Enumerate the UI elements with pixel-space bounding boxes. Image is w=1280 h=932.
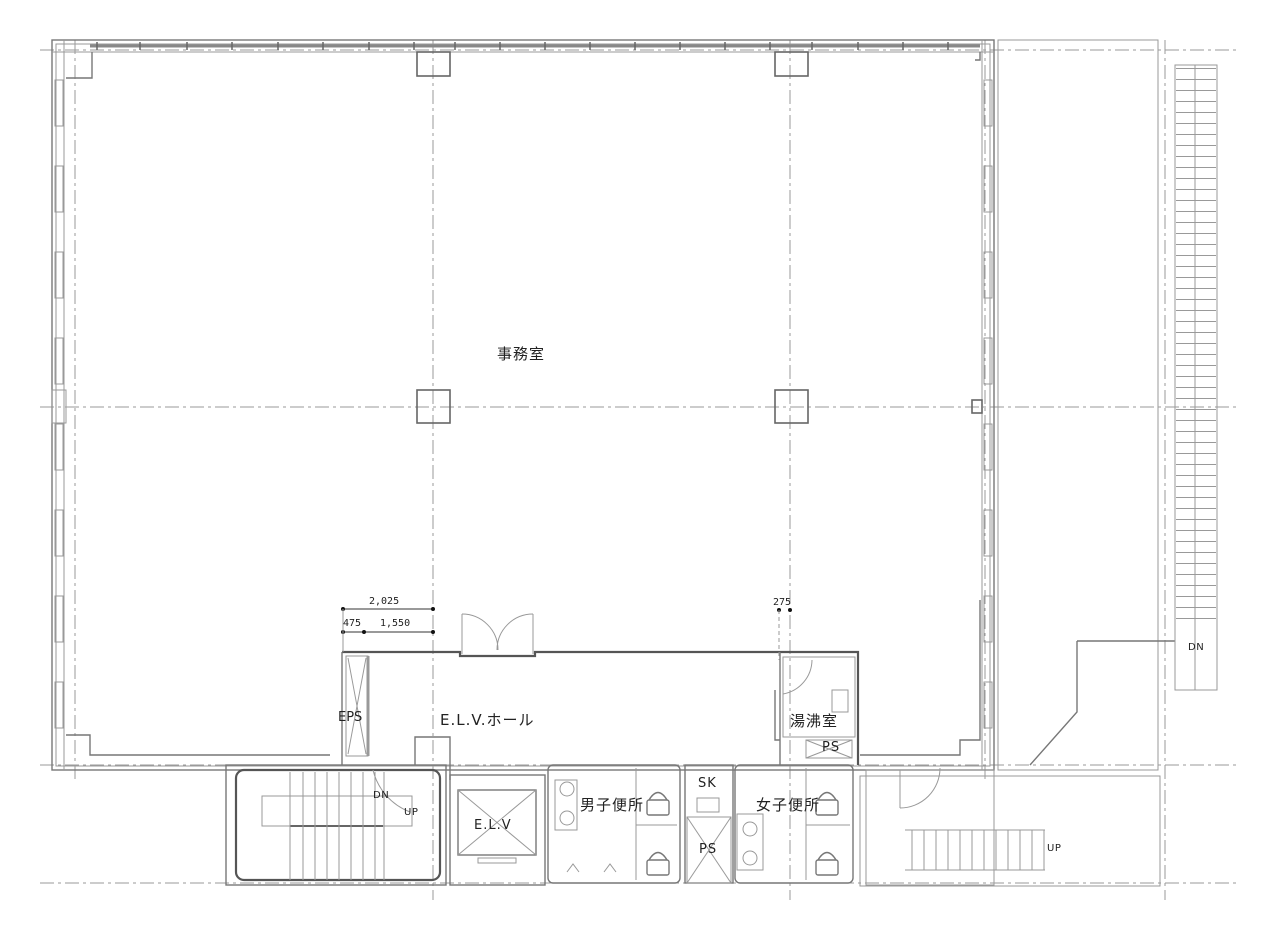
left-stair: [261, 769, 413, 880]
room-label-kitchenette: 湯沸室: [790, 712, 839, 730]
stair-label-exterior-dn: DN: [1188, 642, 1205, 653]
right-lower-stair: [865, 767, 1045, 886]
hall-double-door: [461, 613, 534, 654]
room-label-elevator-hall: E.L.V.ホール: [440, 711, 535, 729]
stair-label-left-up: UP: [404, 807, 419, 818]
dimension-hall-offset: 1,550: [380, 618, 411, 629]
exterior-stair-treads: [1176, 68, 1216, 628]
room-label-elevator: E.L.V: [474, 818, 512, 833]
room-label-sk: SK: [698, 776, 717, 791]
room-label-mens-toilet: 男子便所: [580, 796, 645, 814]
room-label-womens-toilet: 女子便所: [756, 796, 821, 814]
stair-label-right-up: UP: [1047, 843, 1062, 854]
room-label-ps-kitchen: PS: [822, 740, 841, 755]
dimension-eps-width: 475: [343, 618, 362, 629]
core-walls: [341, 650, 860, 780]
lower-core: [225, 764, 854, 886]
dimension-kitchen-offset: 275: [773, 597, 792, 608]
room-label-office: 事務室: [497, 345, 546, 363]
dimension-total-width: 2,025: [369, 596, 400, 607]
top-windows: [90, 42, 980, 50]
room-label-ps-center: PS: [699, 842, 718, 857]
columns: [51, 51, 983, 424]
side-windows: [54, 79, 993, 729]
room-label-eps: EPS: [338, 710, 363, 725]
stair-label-left-dn: DN: [373, 790, 390, 801]
